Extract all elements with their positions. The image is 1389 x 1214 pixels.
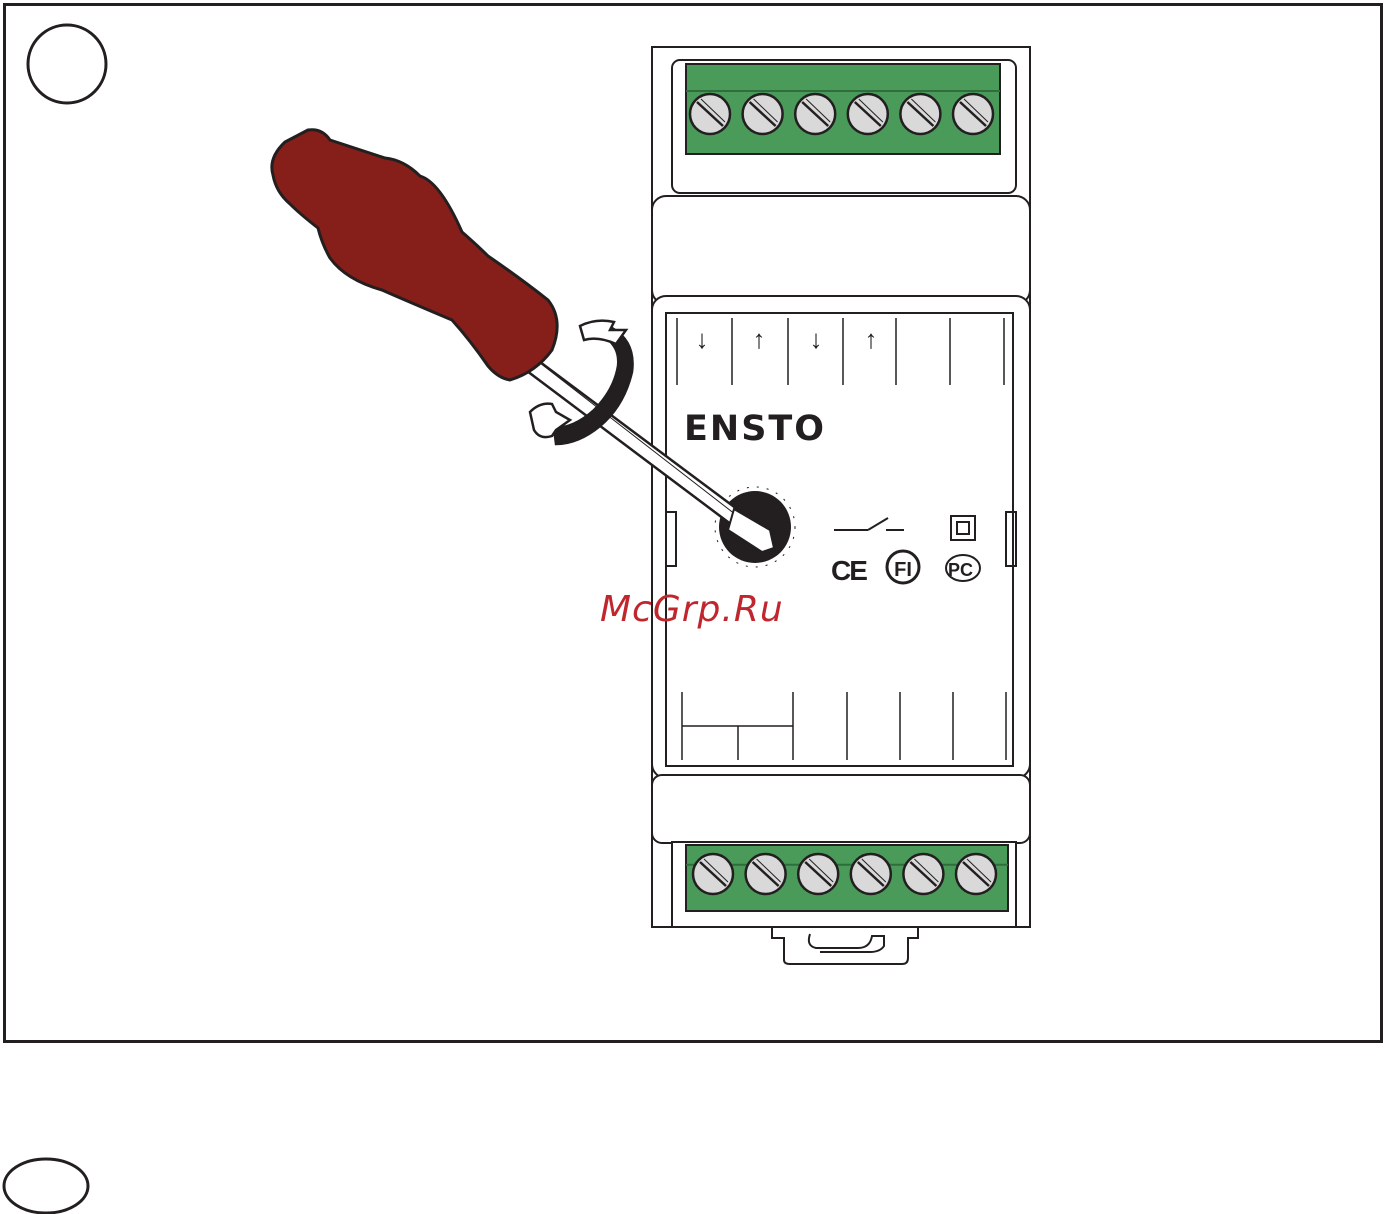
- svg-text:PC: PC: [948, 560, 973, 580]
- top-terminal-screw-2[interactable]: [743, 94, 783, 134]
- page-marker-circle: [4, 1159, 88, 1213]
- top-terminal-screw-5[interactable]: [900, 94, 940, 134]
- terminal-label-4: ↑: [865, 324, 878, 354]
- terminal-block-top: [686, 64, 1000, 154]
- terminal-label-2: ↑: [753, 324, 766, 354]
- svg-text:FI: FI: [894, 559, 912, 581]
- bottom-terminal-screw-6[interactable]: [956, 854, 996, 894]
- brand-logo: ENSTO: [684, 409, 826, 449]
- ce-mark: CE: [831, 555, 867, 586]
- bottom-terminal-screw-3[interactable]: [798, 854, 838, 894]
- screwdriver-handle: [272, 130, 557, 380]
- bottom-terminal-screw-2[interactable]: [746, 854, 786, 894]
- bottom-terminal-screw-1[interactable]: [693, 854, 733, 894]
- terminal-label-1: ↓: [696, 324, 709, 354]
- top-terminal-screw-1[interactable]: [690, 94, 730, 134]
- top-terminal-screw-6[interactable]: [953, 94, 993, 134]
- bottom-terminal-screw-4[interactable]: [851, 854, 891, 894]
- terminal-block-bottom: [686, 845, 1008, 911]
- watermark-text: McGrp.Ru: [600, 589, 784, 630]
- top-terminal-screw-3[interactable]: [795, 94, 835, 134]
- top-terminal-screw-4[interactable]: [848, 94, 888, 134]
- step-number-circle: [28, 25, 106, 103]
- bottom-terminal-screw-5[interactable]: [903, 854, 943, 894]
- terminal-label-3: ↓: [810, 324, 823, 354]
